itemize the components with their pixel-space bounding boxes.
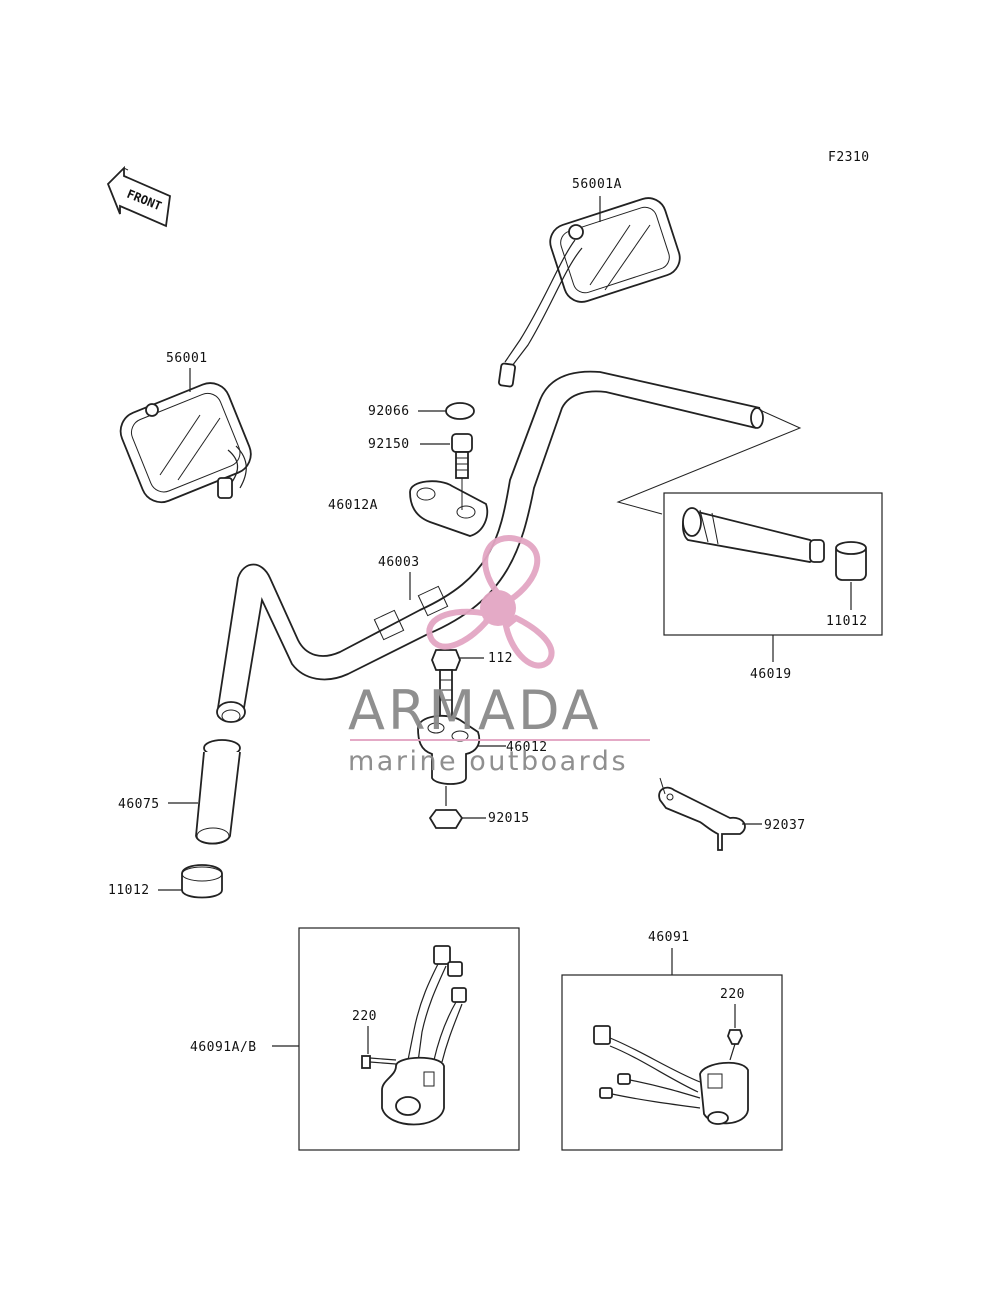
throttle-grip	[682, 507, 867, 581]
label-switch-left: 46091A/B	[190, 1040, 257, 1055]
label-end-cap-right: 11012	[826, 614, 868, 629]
bolt-upper	[451, 433, 473, 479]
mirror-right	[498, 196, 681, 388]
watermark-brand: ARMADA	[348, 679, 602, 742]
mirror-left	[119, 368, 252, 504]
label-bolt-upper: 92150	[368, 437, 410, 452]
grip-left	[195, 739, 241, 845]
screw-right	[727, 1029, 743, 1061]
front-arrow-icon: FRONT	[106, 165, 171, 228]
label-holder-lower: 46012	[506, 740, 548, 755]
plate-part	[658, 777, 746, 851]
label-mirror-right: 56001A	[572, 177, 622, 192]
holder-upper	[409, 478, 489, 537]
cap-part	[445, 402, 475, 420]
label-end-cap-left: 11012	[108, 883, 150, 898]
screw-left	[361, 1055, 397, 1069]
handlebar	[216, 370, 764, 723]
watermark-tagline: marine outboards	[348, 746, 628, 777]
end-cap-left	[181, 864, 223, 899]
propeller-icon	[426, 535, 555, 669]
label-throttle-grip: 46019	[750, 667, 792, 682]
switch-right-box	[561, 974, 783, 1151]
label-bolt-lower: 112	[488, 651, 513, 666]
switch-left	[381, 945, 467, 1126]
nut-part	[428, 809, 464, 829]
label-mirror-left: 56001	[166, 351, 208, 366]
label-nut: 92015	[488, 811, 530, 826]
label-plate: 92037	[764, 818, 806, 833]
switch-right	[593, 1025, 749, 1125]
label-screw-right: 220	[720, 987, 745, 1002]
bolt-lower	[431, 649, 461, 719]
label-holder-upper: 46012A	[328, 498, 378, 513]
watermark-logo: ARMADA marine outboards	[348, 535, 650, 777]
label-switch-right: 46091	[648, 930, 690, 945]
label-grip-left: 46075	[118, 797, 160, 812]
figure-code: F2310	[828, 150, 870, 165]
label-screw-left: 220	[352, 1009, 377, 1024]
switch-left-box	[298, 927, 520, 1151]
label-cap: 92066	[368, 404, 410, 419]
label-handlebar: 46003	[378, 555, 420, 570]
